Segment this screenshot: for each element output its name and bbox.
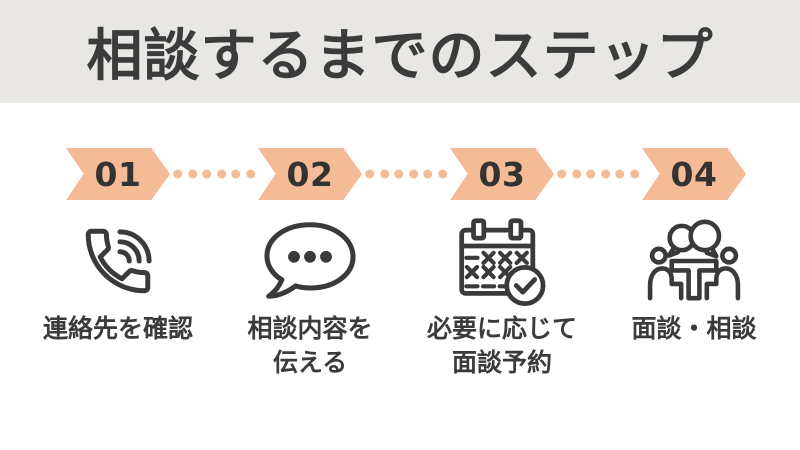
step-1-column: 01 bbox=[22, 148, 214, 200]
step-4-column: 04 bbox=[598, 148, 790, 200]
dot bbox=[600, 169, 610, 179]
dot bbox=[629, 169, 639, 179]
dotted-connector-3 bbox=[557, 169, 639, 179]
calendar-check-icon bbox=[453, 215, 551, 307]
dot bbox=[379, 169, 389, 179]
dot bbox=[408, 169, 418, 179]
step-1-number: 01 bbox=[94, 154, 142, 194]
meeting-icon bbox=[644, 219, 744, 303]
step-4-number: 04 bbox=[670, 154, 718, 194]
dotted-connector-1 bbox=[173, 169, 255, 179]
step-1-arrow: 01 bbox=[66, 148, 170, 200]
phone-icon bbox=[75, 218, 161, 304]
step-3-column: 03 bbox=[406, 148, 598, 200]
step-2-arrow: 02 bbox=[258, 148, 362, 200]
dotted-connector-2 bbox=[365, 169, 447, 179]
dot bbox=[615, 169, 625, 179]
step-1-label: 連絡先を確認 bbox=[22, 312, 214, 380]
arrow-row: 01 02 03 04 bbox=[22, 148, 790, 200]
step-2-column: 02 bbox=[214, 148, 406, 200]
dot bbox=[586, 169, 596, 179]
step-4-arrow: 04 bbox=[642, 148, 746, 200]
dot bbox=[365, 169, 375, 179]
dot bbox=[187, 169, 197, 179]
dot bbox=[202, 169, 212, 179]
dot bbox=[245, 169, 255, 179]
dot bbox=[394, 169, 404, 179]
step-3-number: 03 bbox=[478, 154, 526, 194]
step-1-label-line-1: 連絡先を確認 bbox=[42, 314, 193, 343]
step-3-label-line-1: 必要に応じて bbox=[426, 314, 577, 343]
step-4-label: 面談・相談 bbox=[598, 312, 790, 380]
dot bbox=[173, 169, 183, 179]
dot bbox=[437, 169, 447, 179]
dot bbox=[231, 169, 241, 179]
dot bbox=[216, 169, 226, 179]
step-3-arrow: 03 bbox=[450, 148, 554, 200]
header: 相談するまでのステップ bbox=[0, 0, 800, 103]
label-row: 連絡先を確認 相談内容を 伝える 必要に応じて 面談予約 面談・相談 bbox=[22, 312, 790, 380]
dot bbox=[557, 169, 567, 179]
step-2-number: 02 bbox=[286, 154, 334, 194]
steps-area: 01 02 03 04 bbox=[22, 148, 790, 380]
step-2-label: 相談内容を 伝える bbox=[214, 312, 406, 380]
icon-row bbox=[22, 215, 790, 307]
step-4-label-line-1: 面談・相談 bbox=[631, 314, 757, 343]
step-2-label-line-2: 伝える bbox=[272, 348, 348, 377]
step-3-label: 必要に応じて 面談予約 bbox=[406, 312, 598, 380]
speech-bubble-icon bbox=[256, 217, 364, 305]
page-title: 相談するまでのステップ bbox=[86, 24, 714, 89]
step-2-label-line-1: 相談内容を bbox=[247, 314, 373, 343]
dot bbox=[571, 169, 581, 179]
dot bbox=[423, 169, 433, 179]
step-3-label-line-2: 面談予約 bbox=[451, 348, 552, 377]
